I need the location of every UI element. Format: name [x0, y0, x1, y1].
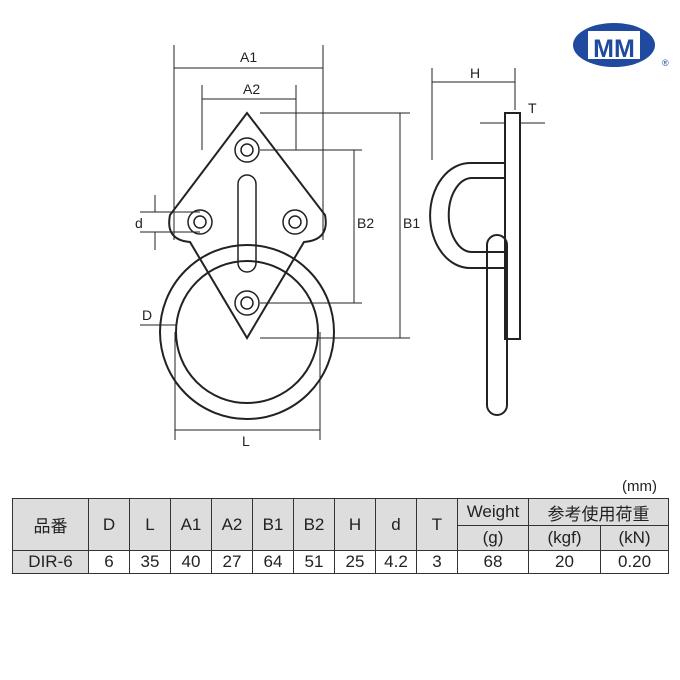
header-D: D	[88, 498, 130, 551]
header-d: d	[375, 498, 417, 551]
technical-drawing: MM ® A1 A2 B1 B2 d D L H T	[135, 23, 669, 449]
table-row: DIR-6 6 35 40 27 64 51 25 4.2 3 68 20 0.…	[12, 550, 669, 574]
header-B2: B2	[293, 498, 335, 551]
label-t: T	[528, 100, 537, 116]
cell-product: DIR-6	[12, 550, 89, 574]
header-H: H	[334, 498, 376, 551]
header-load: 参考使用荷重	[528, 498, 669, 526]
label-d-small: d	[135, 215, 143, 231]
cell-B2: 51	[293, 550, 335, 574]
label-a1: A1	[240, 49, 257, 65]
logo: MM ®	[573, 23, 669, 68]
side-view	[429, 68, 545, 416]
header-B1: B1	[252, 498, 294, 551]
cell-B1: 64	[252, 550, 294, 574]
cell-L: 35	[129, 550, 171, 574]
cell-H: 25	[334, 550, 376, 574]
svg-text:MM: MM	[593, 35, 635, 63]
header-L: L	[129, 498, 171, 551]
cell-kgf: 20	[528, 550, 601, 574]
cell-D: 6	[88, 550, 130, 574]
header-kn: (kN)	[600, 525, 669, 551]
cell-A2: 27	[211, 550, 253, 574]
cell-kn: 0.20	[600, 550, 669, 574]
cell-T: 3	[416, 550, 458, 574]
cell-d: 4.2	[375, 550, 417, 574]
cell-weight: 68	[457, 550, 529, 574]
header-A2: A2	[211, 498, 253, 551]
label-b2: B2	[357, 215, 374, 231]
svg-text:®: ®	[662, 58, 669, 68]
label-a2: A2	[243, 81, 260, 97]
header-weight-unit: (g)	[457, 525, 529, 551]
header-A1: A1	[170, 498, 212, 551]
label-h: H	[470, 65, 480, 81]
header-kgf: (kgf)	[528, 525, 601, 551]
header-T: T	[416, 498, 458, 551]
front-view	[140, 45, 410, 440]
label-d: D	[142, 307, 152, 323]
cell-A1: 40	[170, 550, 212, 574]
label-l: L	[242, 433, 250, 449]
header-product: 品番	[12, 498, 89, 551]
unit-label: (mm)	[622, 478, 657, 495]
label-b1: B1	[403, 215, 420, 231]
header-weight: Weight	[457, 498, 529, 526]
spec-table: 品番 D L A1 A2 B1 B2 H d T Weight 参考使用荷重 (…	[12, 498, 669, 574]
